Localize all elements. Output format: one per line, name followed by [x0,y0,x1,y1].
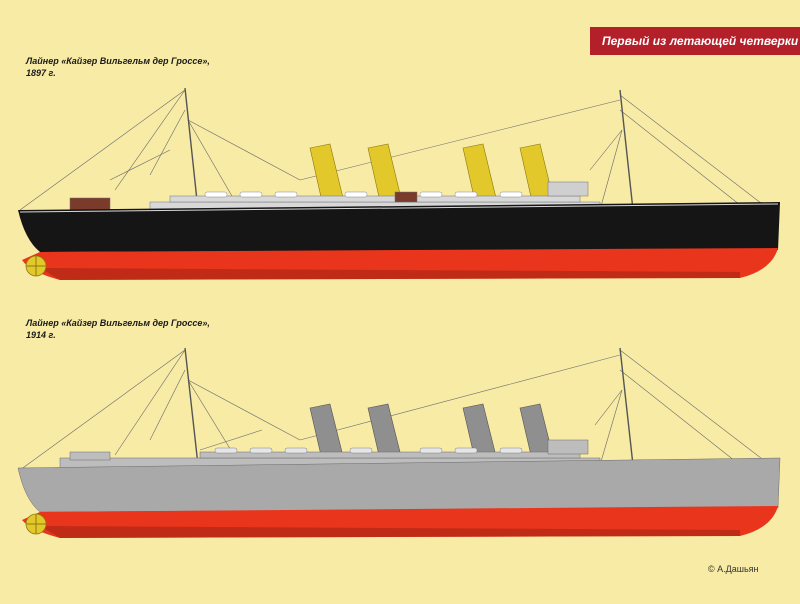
rigging-lines [19,89,771,211]
funnels [309,143,555,207]
hull-shade [40,526,740,538]
lifeboats [204,191,523,198]
artist-credit: © А.Дашьян [708,564,759,574]
ship-drawing-1914 [17,347,781,538]
ship-caption-title: Лайнер «Кайзер Вильгельм дер Гроссе», [26,56,210,66]
ship-caption-1914: Лайнер «Кайзер Вильгельм дер Гроссе», 19… [26,317,210,341]
deck-line [19,203,779,213]
propeller-icon [25,513,47,535]
hull-shade [40,268,740,280]
hull-upper [18,202,780,252]
ship-drawing-1897 [18,87,780,280]
lifeboats [214,447,523,454]
ship-caption-year: 1897 г. [26,68,56,78]
ship-caption-title: Лайнер «Кайзер Вильгельм дер Гроссе», [26,318,210,328]
section-banner: Первый из летающей четверки [590,27,800,55]
propeller-icon [25,255,47,277]
rigging-lines [19,349,771,471]
mast [184,347,634,466]
ship-caption-1897: Лайнер «Кайзер Вильгельм дер Гроссе», 18… [26,55,210,79]
mast [184,87,634,211]
ship-caption-year: 1914 г. [26,330,56,340]
